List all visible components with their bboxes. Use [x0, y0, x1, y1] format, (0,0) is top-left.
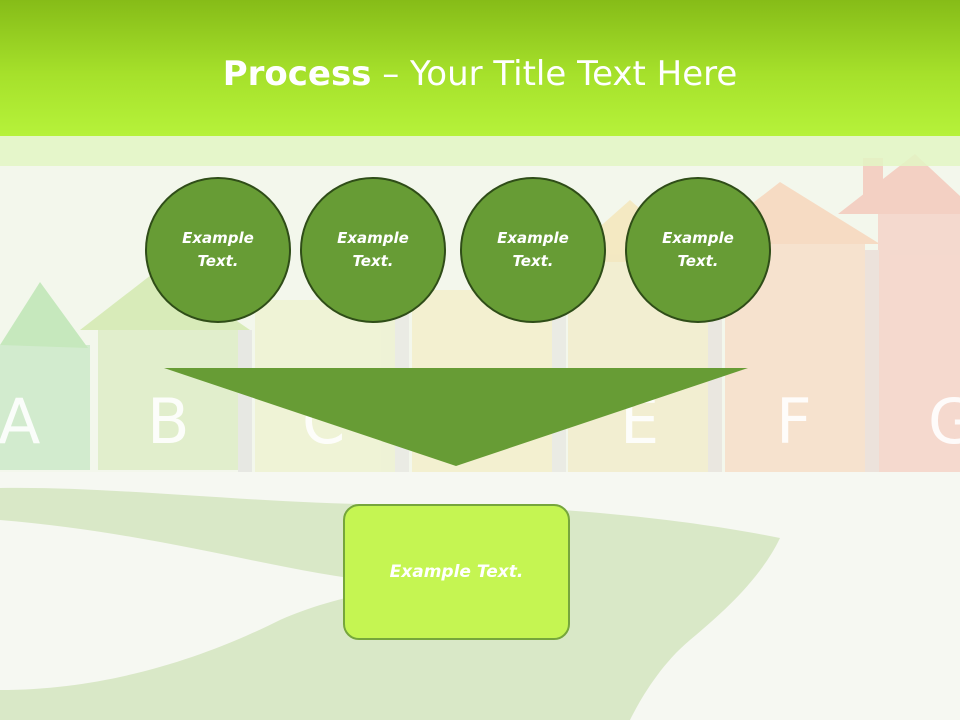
- title-rest: – Your Title Text Here: [371, 54, 738, 94]
- house-a-roof: [0, 282, 88, 348]
- house-b: [98, 328, 238, 470]
- house-g-roof: [838, 154, 960, 214]
- house-a: [0, 345, 90, 470]
- circle-text: Example Text.: [662, 229, 734, 270]
- house-letter-b: B: [147, 385, 190, 458]
- title-bar-strip: [0, 136, 960, 166]
- divider: [238, 330, 252, 472]
- circle-text: Example Text.: [497, 229, 569, 270]
- result-box-text: Example Text.: [389, 562, 524, 582]
- house-letter-a: A: [0, 385, 40, 458]
- circle-text: Example Text.: [182, 229, 254, 270]
- process-circle-1: Example Text.: [145, 177, 291, 323]
- funnel-arrow: [164, 368, 748, 466]
- process-circle-2: Example Text.: [300, 177, 446, 323]
- slide-title: Process – Your Title Text Here: [0, 52, 960, 96]
- process-circle-3: Example Text.: [460, 177, 606, 323]
- divider: [865, 250, 879, 472]
- title-bar: [0, 0, 960, 136]
- house-letter-f: F: [776, 385, 812, 458]
- result-box: Example Text.: [343, 504, 570, 640]
- house-g: [878, 210, 960, 475]
- circle-text: Example Text.: [337, 229, 409, 270]
- house-letter-g: G: [928, 385, 960, 458]
- process-circle-4: Example Text.: [625, 177, 771, 323]
- funnel-arrow-shape: [164, 368, 748, 466]
- house-g-chimney: [863, 158, 883, 198]
- title-bold: Process: [222, 54, 372, 94]
